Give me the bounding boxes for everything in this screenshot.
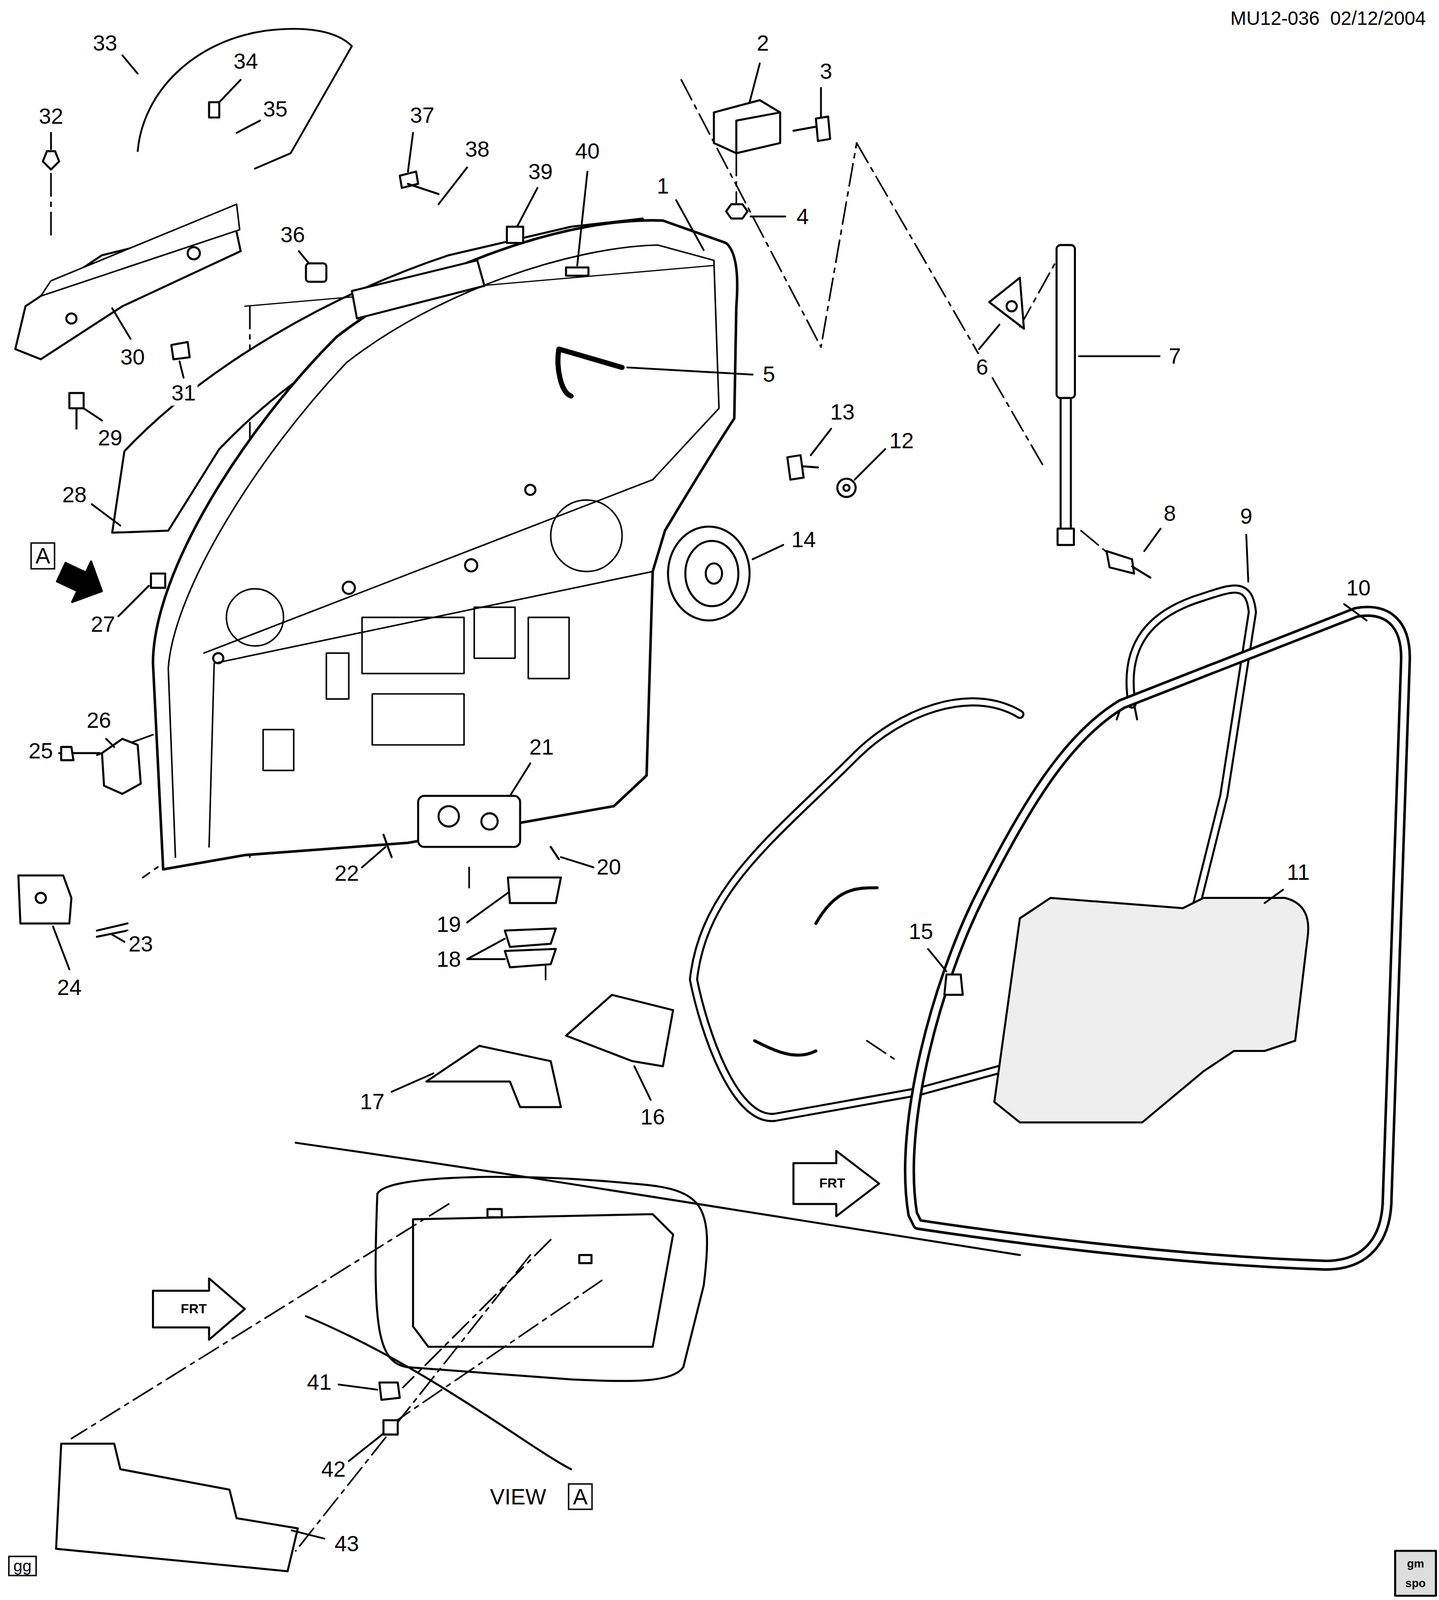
- view-a-opening: [375, 1176, 708, 1381]
- callout-number: 39: [526, 158, 555, 185]
- trim-panel: [994, 897, 1309, 1123]
- callout-number: 28: [60, 481, 89, 508]
- callout-number: 10: [1344, 574, 1373, 601]
- callout-number: 35: [261, 96, 290, 123]
- callout-number: 24: [55, 974, 84, 1001]
- leader-lines: [51, 55, 1367, 1539]
- callout-number: 20: [594, 853, 623, 881]
- callout-number: 13: [828, 398, 857, 426]
- callout-number: 14: [789, 526, 818, 553]
- callout-number: 29: [96, 424, 125, 451]
- logo-text: gm: [1405, 1556, 1427, 1571]
- liftgate: [152, 220, 738, 870]
- front-arrow-label: FRT: [817, 1174, 848, 1192]
- artist-code: gg: [8, 1555, 37, 1576]
- callout-number: 40: [573, 138, 602, 165]
- callout-number: 25: [26, 737, 55, 764]
- callout-number: 31: [169, 379, 198, 407]
- callout-number: 23: [126, 930, 155, 957]
- callout-number: 26: [84, 707, 113, 734]
- view-letter: A: [30, 542, 56, 570]
- weatherstrip: [909, 611, 1406, 1265]
- alignment-lines: [51, 79, 1112, 1551]
- callout-number: 3: [817, 58, 835, 85]
- callout-number: 30: [118, 343, 147, 371]
- callout-number: 33: [90, 29, 119, 56]
- callout-number: 1: [655, 172, 672, 199]
- callout-number: 43: [332, 1529, 361, 1557]
- view-label: VIEW: [488, 1482, 549, 1510]
- insulator-panel: [55, 1443, 298, 1571]
- callout-number: 11: [1285, 859, 1312, 886]
- callout-number: 16: [638, 1103, 667, 1130]
- callout-number: 8: [1161, 499, 1179, 527]
- callout-number: 12: [887, 427, 916, 454]
- callout-number: 37: [408, 102, 437, 129]
- front-arrow-label: FRT: [178, 1299, 209, 1317]
- callout-number: 2: [754, 29, 772, 56]
- callout-number: 6: [974, 354, 991, 381]
- callout-number: 19: [434, 911, 463, 938]
- callout-number: 9: [1238, 503, 1255, 530]
- callout-number: 38: [462, 135, 492, 162]
- callout-number: 4: [794, 203, 811, 230]
- view-letter: A: [567, 1482, 593, 1510]
- callout-number: 18: [434, 945, 463, 972]
- callout-number: 5: [761, 361, 778, 388]
- callout-number: 17: [358, 1088, 387, 1115]
- callout-number: 41: [305, 1368, 334, 1396]
- callout-number: 42: [319, 1455, 348, 1482]
- callout-number: 27: [88, 611, 118, 638]
- callout-number: 21: [527, 733, 556, 760]
- callout-number: 34: [231, 48, 260, 75]
- callout-number: 7: [1166, 343, 1183, 370]
- callout-number: 22: [332, 859, 361, 887]
- drawing-id: MU12-036 02/12/2004: [1228, 6, 1428, 30]
- logo-text: spo: [1403, 1575, 1429, 1590]
- callout-number: 15: [906, 918, 935, 945]
- callout-number: 32: [36, 103, 65, 130]
- callout-number: 36: [278, 221, 307, 248]
- hinge: [713, 100, 781, 154]
